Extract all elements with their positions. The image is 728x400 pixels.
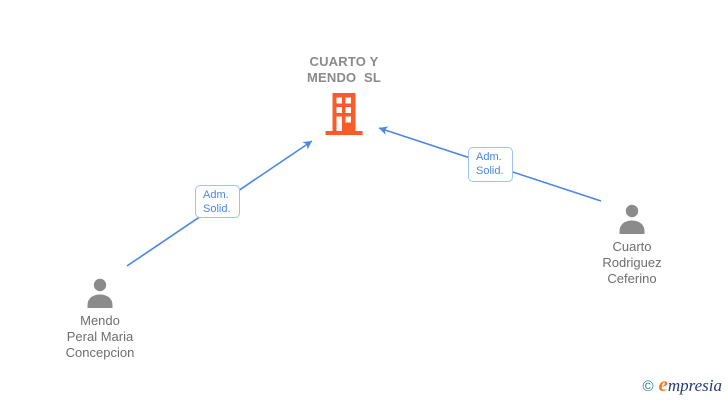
company-name-line2: MENDO SL [306, 70, 382, 85]
person-name-line2: Peral Maria [66, 329, 134, 344]
copyright-icon: © [642, 378, 654, 395]
person-name: Mendo Peral Maria Concepcion [66, 313, 135, 361]
company-name: CUARTO Y MENDO SL [307, 54, 381, 86]
person-icon [87, 278, 113, 308]
person-name-line2: Rodriguez [602, 255, 662, 270]
person-name-line1: Mendo [80, 313, 120, 328]
person-name-line1: Cuarto [612, 239, 652, 254]
person-node-mendo-peral[interactable]: Mendo Peral Maria Concepcion [30, 278, 170, 361]
logo-letter-e: e [658, 372, 668, 396]
person-name: Cuarto Rodriguez Ceferino [602, 239, 661, 287]
relationship-label-line1: Adm. [476, 151, 502, 163]
relationship-label-line1: Adm. [203, 189, 229, 201]
relationship-label-right: Adm. Solid. [468, 147, 513, 182]
company-name-line1: CUARTO Y [309, 54, 379, 69]
building-icon [325, 93, 363, 135]
person-name-line3: Ceferino [607, 271, 657, 286]
person-icon [619, 204, 645, 234]
relationship-label-left: Adm. Solid. [195, 185, 240, 218]
company-node[interactable]: CUARTO Y MENDO SL [254, 54, 434, 135]
person-node-cuarto-rodriguez[interactable]: Cuarto Rodriguez Ceferino [562, 204, 702, 287]
logo-text: mpresia [667, 376, 722, 395]
empresia-logo[interactable]: © e mpresia [642, 372, 722, 397]
person-name-line3: Concepcion [65, 345, 135, 360]
relationship-label-line2: Solid. [203, 203, 231, 215]
relationship-label-line2: Solid. [476, 165, 504, 177]
